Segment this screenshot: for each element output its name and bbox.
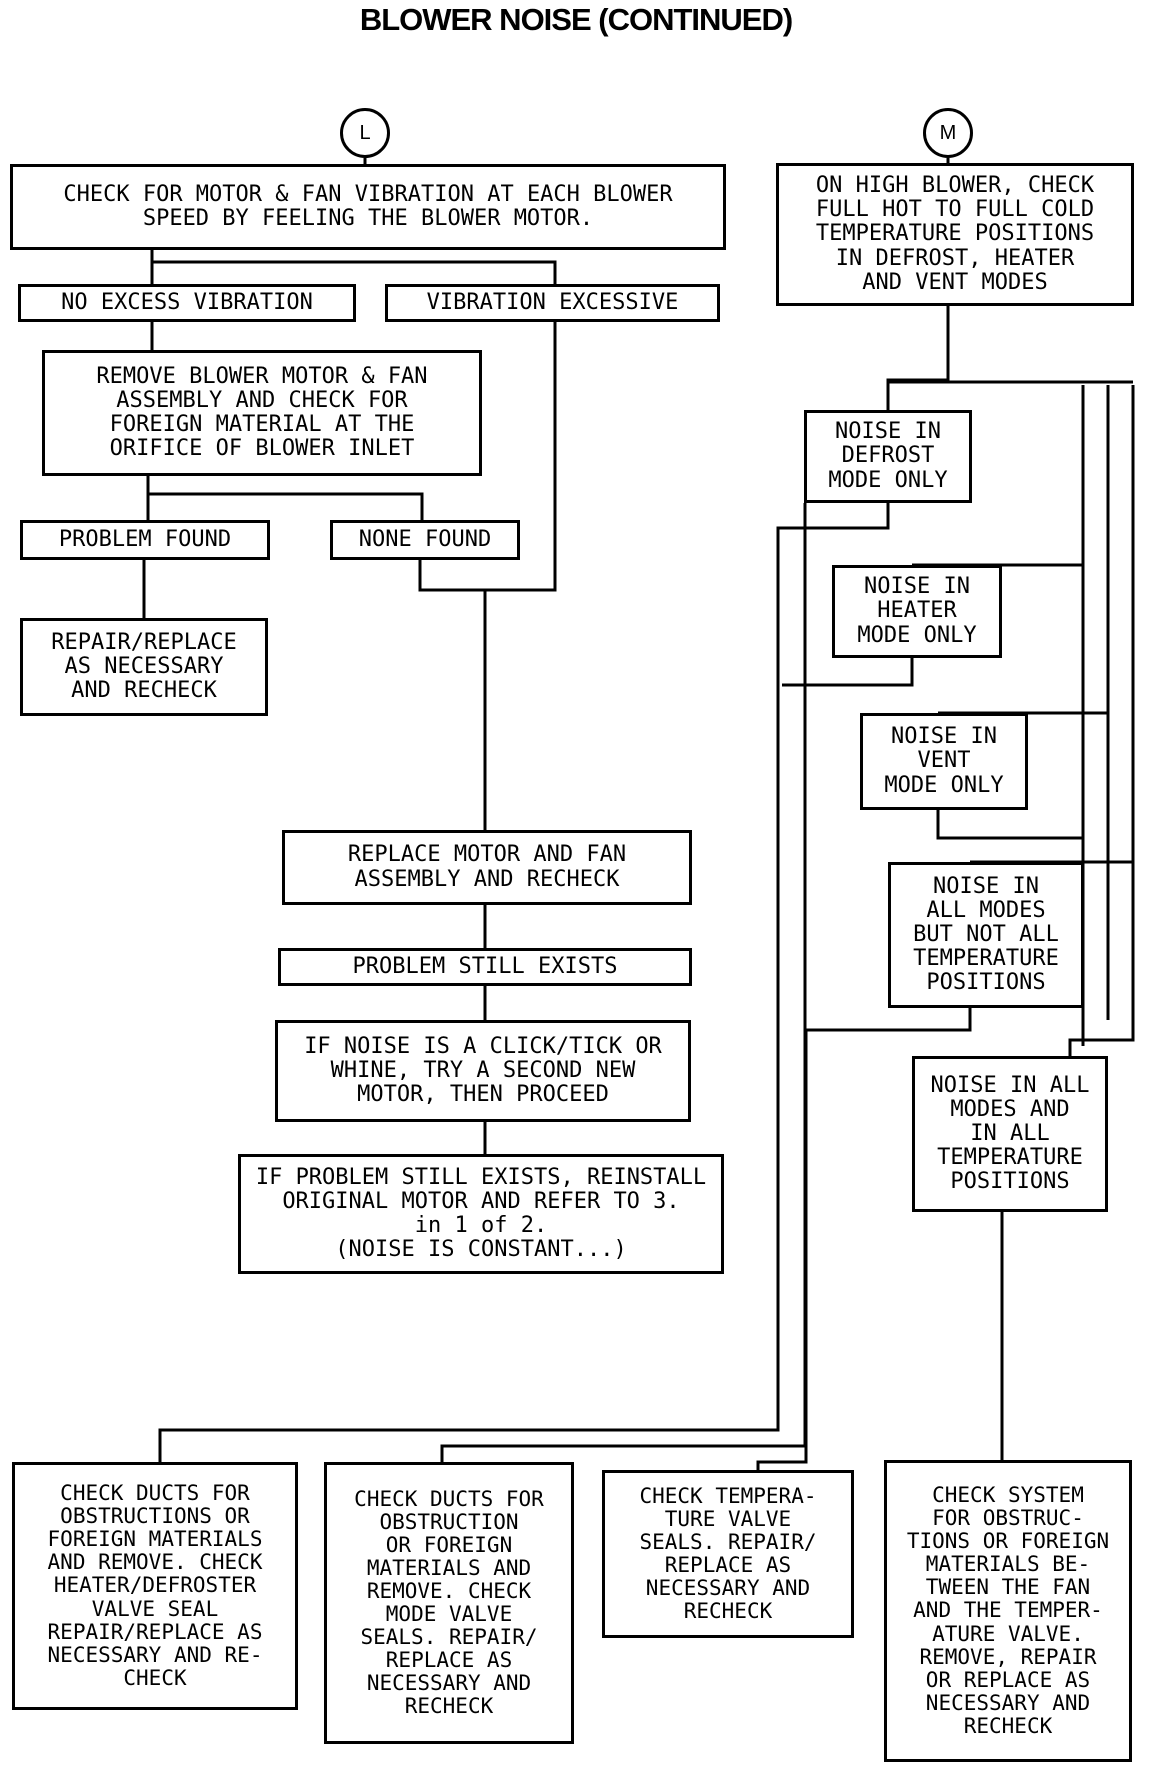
connector-m: M (923, 108, 973, 158)
box-repair-replace: REPAIR/REPLACE AS NECESSARY AND RECHECK (20, 618, 268, 716)
box-check-ducts-mode: CHECK DUCTS FOR OBSTRUCTION OR FOREIGN M… (324, 1462, 574, 1744)
box-noise-vent: NOISE IN VENT MODE ONLY (860, 713, 1028, 810)
connector-l: L (340, 108, 390, 158)
box-noise-all-modes-not-all-temp: NOISE IN ALL MODES BUT NOT ALL TEMPERATU… (888, 862, 1084, 1008)
box-none-found: NONE FOUND (330, 520, 520, 560)
box-check-vibration: CHECK FOR MOTOR & FAN VIBRATION AT EACH … (10, 164, 726, 250)
box-replace-motor: REPLACE MOTOR AND FAN ASSEMBLY AND RECHE… (282, 830, 692, 905)
page-title: BLOWER NOISE (CONTINUED) (359, 2, 793, 37)
box-remove-blower: REMOVE BLOWER MOTOR & FAN ASSEMBLY AND C… (42, 350, 482, 476)
box-if-problem-reinstall: IF PROBLEM STILL EXISTS, REINSTALL ORIGI… (238, 1154, 724, 1274)
box-check-system: CHECK SYSTEM FOR OBSTRUC- TIONS OR FOREI… (884, 1460, 1132, 1762)
box-no-excess-vibration: NO EXCESS VIBRATION (18, 284, 356, 322)
box-on-high-blower: ON HIGH BLOWER, CHECK FULL HOT TO FULL C… (776, 163, 1134, 306)
box-check-temp-valve: CHECK TEMPERA- TURE VALVE SEALS. REPAIR/… (602, 1470, 854, 1638)
box-noise-defrost: NOISE IN DEFROST MODE ONLY (804, 410, 972, 503)
box-noise-all-modes-all-temp: NOISE IN ALL MODES AND IN ALL TEMPERATUR… (912, 1056, 1108, 1212)
box-problem-found: PROBLEM FOUND (20, 520, 270, 560)
box-check-ducts-heater: CHECK DUCTS FOR OBSTRUCTIONS OR FOREIGN … (12, 1462, 298, 1710)
box-if-noise-click: IF NOISE IS A CLICK/TICK OR WHINE, TRY A… (275, 1020, 691, 1122)
box-problem-still-exists: PROBLEM STILL EXISTS (278, 948, 692, 986)
box-vibration-excessive: VIBRATION EXCESSIVE (385, 284, 720, 322)
box-noise-heater: NOISE IN HEATER MODE ONLY (832, 565, 1002, 658)
